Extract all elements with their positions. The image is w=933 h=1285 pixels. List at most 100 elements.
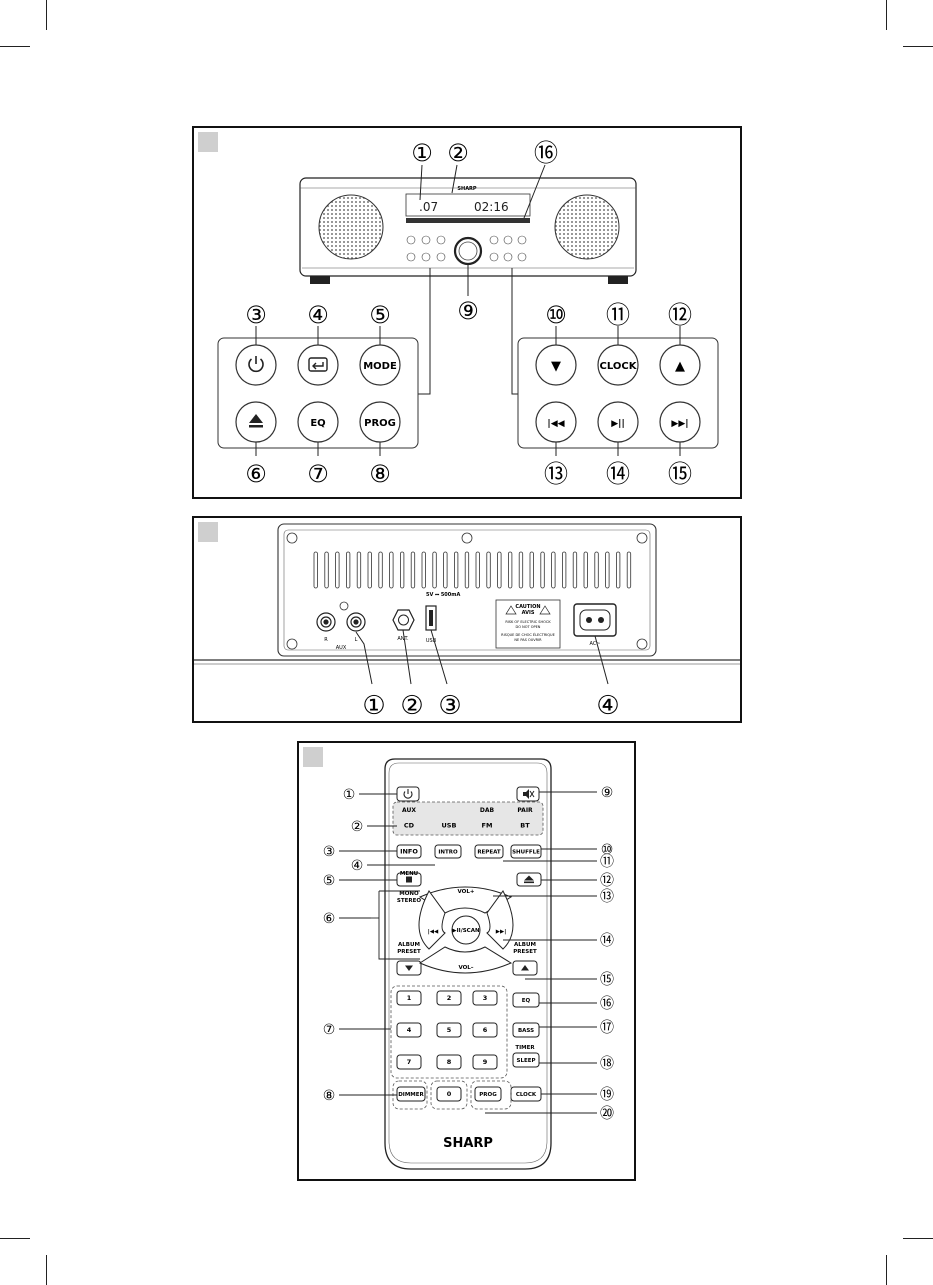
digit-8-label: 8 [447, 1058, 452, 1066]
vent-slot [443, 551, 448, 589]
display-right-text: 02:16 [474, 200, 509, 214]
callout-right: ⑮ [600, 972, 614, 988]
ac-label: AC~ [589, 641, 600, 647]
vol-minus-button [418, 946, 513, 974]
callout-left: ② [351, 819, 364, 835]
digit-1-button[interactable] [396, 990, 422, 1006]
eq-button [297, 401, 339, 443]
rear-panel-diagram: R L AUX ANT. USB 5V ⎓ 500mA CAUTION AVIS… [194, 523, 740, 721]
eq-button[interactable] [512, 992, 540, 1008]
digit-2-label: 2 [447, 994, 452, 1002]
vent-slot [529, 551, 534, 589]
vent-slot [605, 551, 610, 589]
source-group [392, 801, 544, 836]
digit-9-label: 9 [483, 1058, 488, 1066]
figure-tag [198, 132, 218, 152]
digit-4-button[interactable] [396, 1022, 422, 1038]
bt-label: BT [520, 822, 530, 830]
callout-6: ⑥ [245, 460, 267, 488]
digit-0-label: 0 [447, 1090, 452, 1098]
callout-right: ⑰ [600, 1020, 614, 1036]
clock-label: CLOCK [516, 1092, 537, 1098]
crop-mark [46, 1255, 47, 1285]
fm-label: FM [482, 822, 493, 830]
vent-slot [561, 551, 567, 589]
digit-6-button[interactable] [472, 1022, 498, 1038]
crop-mark [903, 46, 933, 47]
info-button[interactable] [396, 844, 422, 859]
repeat-button[interactable] [474, 844, 504, 859]
numpad-group [390, 985, 508, 1079]
vent-slot [367, 551, 372, 589]
digit-6-label: 6 [483, 1026, 488, 1034]
callout-16: ⑯ [534, 139, 558, 167]
down-arrow-icon [405, 965, 413, 971]
warning-line: RISQUE DE CHOC ÉLECTRIQUE [501, 632, 555, 637]
dab-label: DAB [480, 807, 495, 814]
zero-group [430, 1080, 468, 1110]
digit-8-button[interactable] [436, 1054, 462, 1070]
intro-label: INTRO [438, 850, 458, 856]
digit-5-button[interactable] [436, 1022, 462, 1038]
digit-3-button[interactable] [472, 990, 498, 1006]
bass-button[interactable] [512, 1022, 540, 1038]
callout-11: ⑪ [606, 301, 630, 329]
callout-9: ⑨ [457, 297, 479, 325]
callout-right: ⑨ [601, 785, 614, 801]
vent-slot [497, 551, 502, 589]
vent-slot [432, 551, 437, 589]
menu-label: MENU [400, 871, 418, 877]
shuffle-button[interactable] [510, 844, 542, 859]
foot-right [608, 276, 628, 284]
play-scan-label: ▶II/SCAN [452, 928, 480, 934]
dimmer-button[interactable] [396, 1086, 426, 1102]
avis-text: AVIS [522, 610, 535, 616]
aux-r-label: R [324, 637, 328, 643]
next-button [659, 401, 701, 443]
callout-8: ⑧ [369, 460, 391, 488]
callout-7: ⑦ [307, 460, 329, 488]
shuffle-label: SHUFFLE [512, 850, 540, 856]
vent-slot [572, 551, 578, 589]
bass-label: BASS [518, 1028, 534, 1034]
stop-icon [406, 876, 412, 883]
vent-slot [399, 551, 405, 589]
callout-left: ⑤ [323, 873, 336, 889]
vent-slot [313, 551, 318, 589]
vent-slot [615, 551, 621, 589]
speaker-right [554, 194, 620, 260]
callout-3: ③ [438, 691, 461, 721]
vent-slot [626, 551, 632, 589]
digit-7-button[interactable] [396, 1054, 422, 1070]
intro-button[interactable] [434, 844, 462, 859]
clock-label: CLOCK [600, 361, 638, 372]
vent-slot [464, 551, 470, 589]
warning-line: DO NOT OPEN [516, 625, 541, 629]
callout-right: ⑯ [600, 996, 614, 1012]
figure-tag [198, 522, 218, 542]
callout-2: ② [447, 139, 469, 167]
sleep-button[interactable] [512, 1052, 540, 1068]
callout-4: ④ [596, 691, 619, 721]
aux-label: AUX [402, 807, 416, 814]
prog-button[interactable] [474, 1086, 502, 1102]
callout-right: ⑪ [600, 854, 614, 870]
caution-label [495, 599, 561, 649]
digit-0-button[interactable] [436, 1086, 462, 1102]
vol-plus-label: VOL+ [458, 889, 475, 895]
digit-2-button[interactable] [436, 990, 462, 1006]
digit-4-label: 4 [407, 1026, 412, 1034]
digit-9-button[interactable] [472, 1054, 498, 1070]
aux-label: AUX [336, 645, 347, 651]
next-label: ▶▶| [671, 419, 688, 429]
info-label: INFO [400, 848, 418, 856]
crop-mark [886, 1255, 887, 1285]
vent-slot [486, 551, 491, 589]
dimmer-label: DIMMER [398, 1092, 424, 1098]
figure-tag [303, 747, 323, 767]
callout-left: ⑥ [323, 911, 336, 927]
digit-3-label: 3 [483, 994, 488, 1002]
vent-slot [594, 551, 599, 589]
sleep-label: SLEEP [516, 1058, 535, 1064]
callout-right: ⑳ [600, 1106, 614, 1122]
